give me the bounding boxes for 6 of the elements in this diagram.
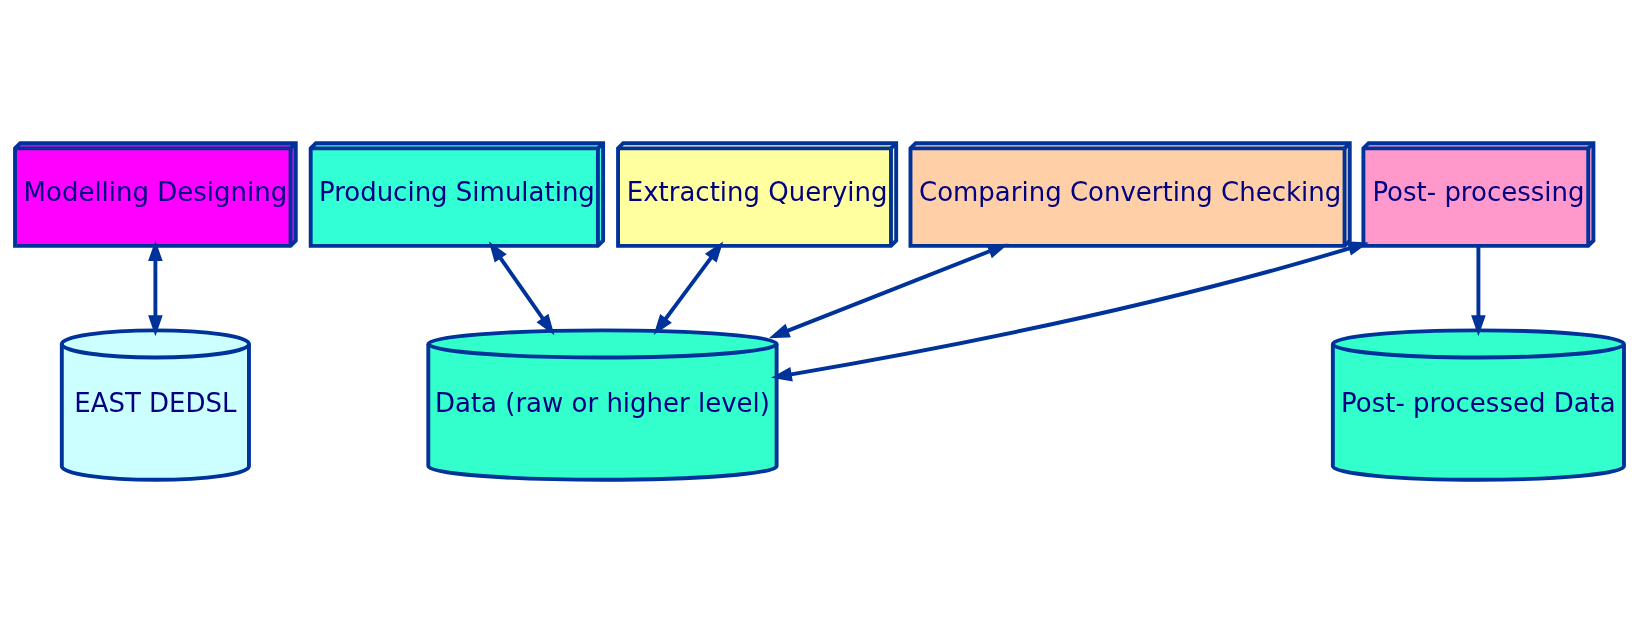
arrow bbox=[653, 240, 724, 335]
arrow bbox=[771, 241, 1369, 381]
arrow bbox=[1471, 245, 1486, 336]
arrow bbox=[148, 239, 163, 336]
arrow bbox=[488, 240, 555, 335]
arrow bbox=[768, 243, 1009, 338]
